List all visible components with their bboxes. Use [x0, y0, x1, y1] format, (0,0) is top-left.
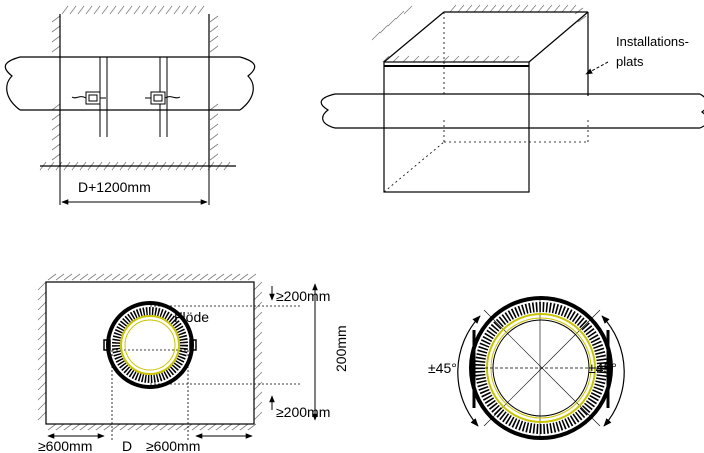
transducer-icon	[71, 91, 106, 105]
ground-hatching	[371, 4, 587, 63]
callout-label-line2: plats	[616, 54, 644, 69]
right-gap-label: ≥600mm	[146, 438, 200, 453]
left-gap-label: ≥600mm	[38, 438, 92, 453]
hidden-edges	[383, 12, 589, 193]
vertical-dimension-label: 200mm	[333, 325, 349, 372]
clearance-bottom-label: ≥200mm	[276, 404, 330, 420]
callout-leader	[585, 61, 609, 75]
clearance-arrows	[269, 283, 318, 421]
wall-hatching	[39, 5, 231, 171]
guide-lines	[111, 305, 300, 440]
diameter-label: D	[122, 438, 132, 453]
top-left-plan-view: D+1200mm	[4, 5, 256, 205]
pipe-plan	[4, 56, 256, 111]
flow-label: Flöde	[174, 309, 209, 325]
clearance-top-label: ≥200mm	[276, 288, 330, 304]
rotation-arrows	[457, 315, 625, 427]
pit-box	[383, 11, 589, 193]
callout-label-line1: Installations-	[616, 34, 689, 49]
top-right-iso-view: Installations- plats	[320, 4, 704, 193]
pipe-iso	[320, 93, 704, 129]
pipe-cross-section	[103, 301, 197, 389]
bottom-left-section-view: Flöde ≥200mm ≥200mm 200mm ≥600mm D ≥600m…	[37, 273, 349, 453]
pit-walls	[40, 14, 236, 167]
angle-right-label: ±45°	[588, 360, 617, 376]
pit-outline	[45, 281, 255, 425]
dimension-arrow	[59, 166, 210, 205]
bottom-right-angle-view: ±45° ±45°	[428, 296, 625, 440]
angle-left-label: ±45°	[428, 360, 457, 376]
transducer-icon	[145, 91, 181, 105]
wall-hatching	[37, 273, 263, 431]
dimension-label: D+1200mm	[78, 179, 151, 195]
